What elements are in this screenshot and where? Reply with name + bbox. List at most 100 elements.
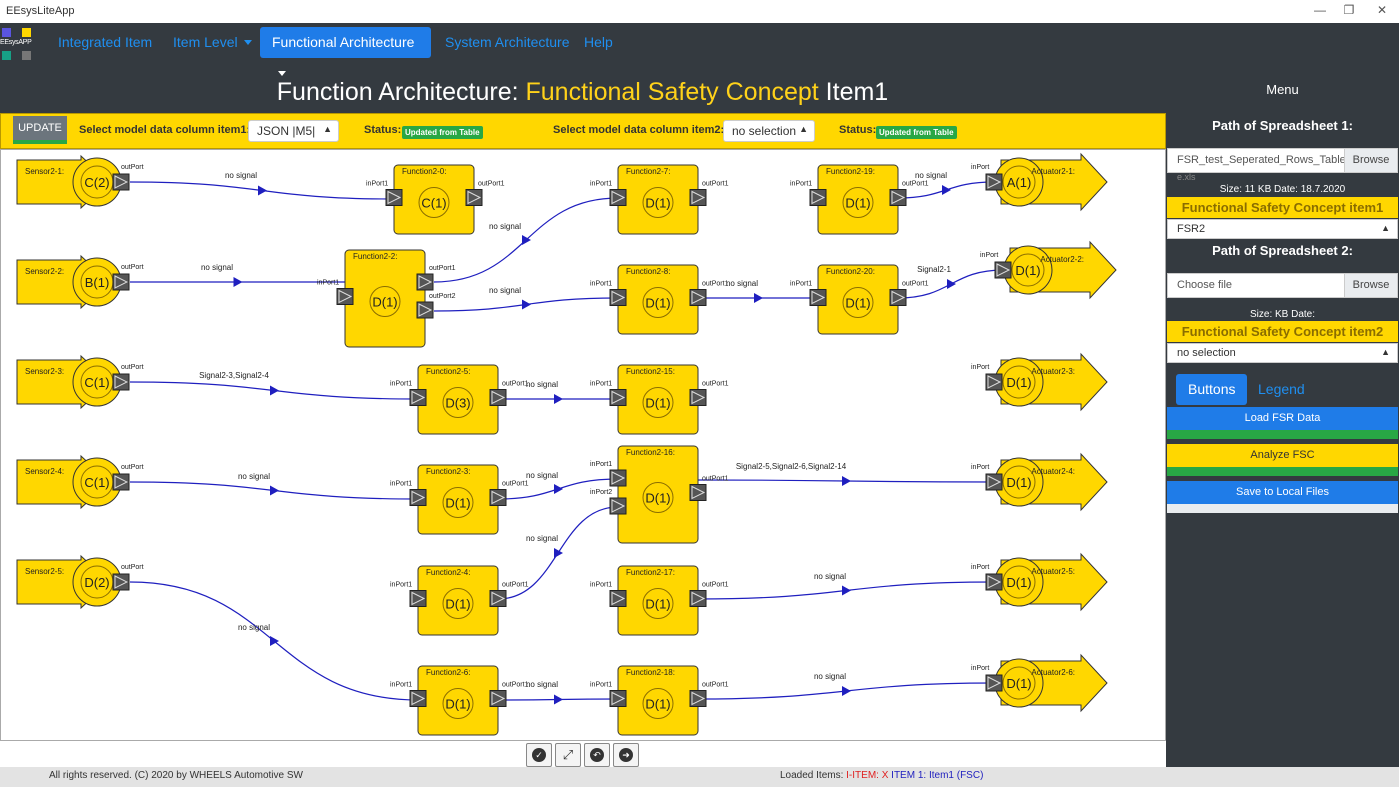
loaded-items-label: Loaded Items: xyxy=(780,770,847,781)
function-label: Function2-15: xyxy=(626,367,675,376)
sensor-label: Sensor2-3: xyxy=(25,367,64,376)
column-item1-value: JSON |M5| xyxy=(257,124,316,138)
status2-label: Status: xyxy=(839,124,877,136)
column-item2-select[interactable]: no selection▲ xyxy=(723,120,815,142)
port-box xyxy=(409,590,427,607)
port-box xyxy=(465,189,483,206)
actuator-inner-circle xyxy=(1002,565,1036,599)
edge-arrow-icon xyxy=(554,394,563,404)
status1-label: Status: xyxy=(364,124,402,136)
port-arrow-icon xyxy=(987,175,1002,189)
column-item1-select[interactable]: JSON |M5| ▲ xyxy=(248,120,339,142)
path1-file-input[interactable]: FSR_test_Seperated_Rows_Table_mak Browse xyxy=(1167,148,1398,173)
actuator-symbol: D(1) xyxy=(1006,475,1031,490)
function-label: Function2-4: xyxy=(426,568,470,577)
edge-arrow-icon xyxy=(270,636,279,646)
port-box xyxy=(689,289,707,306)
load-fsr-data-button[interactable]: Load FSR Data xyxy=(1167,407,1398,430)
edge-arrow-icon xyxy=(270,385,279,396)
redo-button[interactable]: ➜ xyxy=(613,743,639,767)
edge-label: no signal xyxy=(726,279,758,288)
undo-button[interactable]: ↶ xyxy=(584,743,610,767)
undo-icon: ↶ xyxy=(590,748,604,762)
function-symbol: D(3) xyxy=(445,396,470,411)
select-arrow-icon: ▲ xyxy=(323,124,332,134)
edge-arrow-icon xyxy=(270,485,279,496)
port xyxy=(889,189,907,206)
edge-arrow-icon xyxy=(754,293,763,303)
tab-legend[interactable]: Legend xyxy=(1258,381,1305,397)
port-box xyxy=(489,389,507,406)
function-outport-label: outPort1 xyxy=(702,582,729,589)
close-icon[interactable]: ✕ xyxy=(1376,3,1388,17)
nav-item-level[interactable]: Item Level xyxy=(161,27,264,58)
edge-label: no signal xyxy=(526,534,558,543)
port-arrow-icon xyxy=(491,490,506,505)
port xyxy=(609,690,627,707)
concept2-select-value: no selection xyxy=(1177,347,1236,359)
nav-help[interactable]: Help xyxy=(572,27,625,58)
function-outport-label: outPort1 xyxy=(702,682,729,689)
analyze-fsc-button[interactable]: Analyze FSC xyxy=(1167,444,1398,467)
path1-browse-button[interactable]: Browse xyxy=(1344,149,1397,172)
port-arrow-icon xyxy=(338,289,353,304)
function-circle xyxy=(442,688,474,719)
minimize-icon[interactable]: — xyxy=(1314,3,1326,17)
nav-item-level-label: Item Level xyxy=(173,34,238,50)
window-titlebar: EEsysLiteApp — ❐ ✕ xyxy=(0,0,1399,23)
function-circle xyxy=(442,487,474,518)
nav-functional-architecture[interactable]: Functional Architecture xyxy=(260,27,431,76)
edge-label: no signal xyxy=(238,472,270,481)
select-arrow-icon: ▲ xyxy=(1381,223,1390,233)
edge-arrow-icon xyxy=(947,279,956,289)
port-arrow-icon xyxy=(691,290,706,305)
edge-arrow-icon xyxy=(554,484,563,494)
save-local-files-button[interactable]: Save to Local Files xyxy=(1167,481,1398,504)
app-logo[interactable]: EEsysAPP xyxy=(0,26,34,62)
tab-buttons[interactable]: Buttons xyxy=(1176,374,1248,405)
port xyxy=(609,469,627,487)
port-arrow-icon xyxy=(114,275,129,289)
concept1-select[interactable]: FSR2▲ xyxy=(1167,219,1398,239)
concept2-select[interactable]: no selection▲ xyxy=(1167,343,1398,363)
port-box xyxy=(336,288,354,305)
actuator-port-label: inPort xyxy=(971,464,989,471)
restore-icon[interactable]: ❐ xyxy=(1343,3,1355,17)
port xyxy=(409,489,427,506)
port-arrow-icon xyxy=(891,290,906,305)
function-symbol: C(1) xyxy=(421,196,446,211)
concept1-label: Functional Safety Concept item1 xyxy=(1167,197,1398,218)
nav-system-architecture[interactable]: System Architecture xyxy=(433,27,582,58)
actuator-symbol: A(1) xyxy=(1007,175,1032,190)
sensor-port-label: outPort xyxy=(121,164,144,171)
path2-browse-button[interactable]: Browse xyxy=(1344,274,1397,297)
port xyxy=(985,674,1003,692)
port-arrow-icon xyxy=(611,471,626,485)
port-arrow-icon xyxy=(411,691,426,706)
sensor-node: Sensor2-5:D(2)outPort xyxy=(16,554,144,610)
actuator-label: Actuator2-4: xyxy=(1031,467,1075,476)
path2-file-input[interactable]: Choose file Browse xyxy=(1167,273,1398,298)
port xyxy=(112,473,130,491)
actuator-port-label: inPort xyxy=(971,364,989,371)
logo-square-yellow xyxy=(22,28,31,37)
port-box xyxy=(489,690,507,707)
fit-button[interactable]: ⤢ xyxy=(555,743,581,767)
update-button[interactable]: UPDATE xyxy=(13,116,67,144)
sensor-symbol: D(2) xyxy=(84,575,109,590)
edge-arrow-icon xyxy=(258,185,267,196)
status-footer: All rights reserved. (C) 2020 by WHEELS … xyxy=(0,767,1399,787)
nav-integrated-item[interactable]: Integrated Item xyxy=(46,27,164,58)
port-arrow-icon xyxy=(114,175,129,189)
function-circle xyxy=(642,387,674,418)
function-symbol: D(1) xyxy=(845,296,870,311)
check-button[interactable]: ✓ xyxy=(526,743,552,767)
port-arrow-icon xyxy=(691,691,706,706)
actuator-port-label: inPort xyxy=(971,564,989,571)
